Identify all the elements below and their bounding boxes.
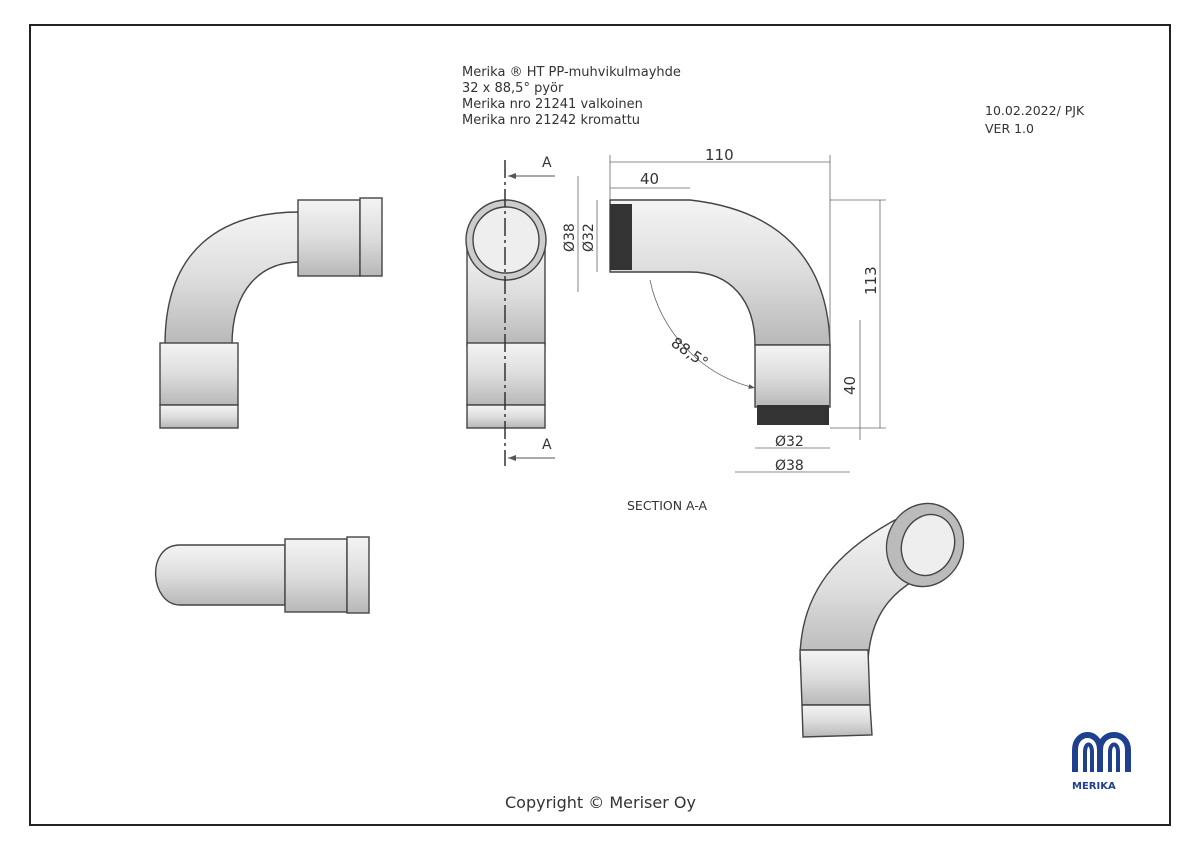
section-view: 110 40 Ø38 Ø32 113 40 88,5° Ø32 Ø38 SECT… [562,146,886,513]
section-marker-bottom: A [542,437,552,453]
dim-angle: 88,5° [668,334,712,372]
section-label: SECTION A-A [627,498,708,513]
dim-socket-depth-bottom: 40 [841,376,859,395]
title-block: Merika ® HT PP-muhvikulmayhde 32 x 88,5°… [462,65,681,128]
front-view: A A [465,155,555,466]
isometric-view [799,502,965,738]
dim-outer-dia-top: Ø38 [562,223,578,252]
dim-length: 110 [705,146,734,164]
title-line-1: Merika ® HT PP-muhvikulmayhde [462,65,681,80]
dim-outer-dia-bottom: Ø38 [775,458,804,474]
title-line-3: Merika nro 21241 valkoinen [462,97,643,112]
drawing-frame [29,24,1171,826]
dim-inner-dia-top: Ø32 [581,223,597,252]
revision-date: 10.02.2022/ PJK [985,103,1085,118]
dim-socket-depth-top: 40 [640,170,659,188]
dim-inner-dia-bottom: Ø32 [775,434,804,450]
side-view-elbow [159,197,383,429]
copyright: Copyright © Meriser Oy [505,793,696,812]
revision-version: VER 1.0 [985,121,1034,136]
logo-text: MERIKA [1072,781,1116,792]
merika-logo: MERIKA [1072,732,1131,792]
top-view [154,536,370,614]
title-line-4: Merika nro 21242 kromattu [462,113,640,128]
section-marker-top: A [542,155,552,171]
dim-height: 113 [862,266,880,295]
title-line-2: 32 x 88,5° pyör [462,81,564,96]
